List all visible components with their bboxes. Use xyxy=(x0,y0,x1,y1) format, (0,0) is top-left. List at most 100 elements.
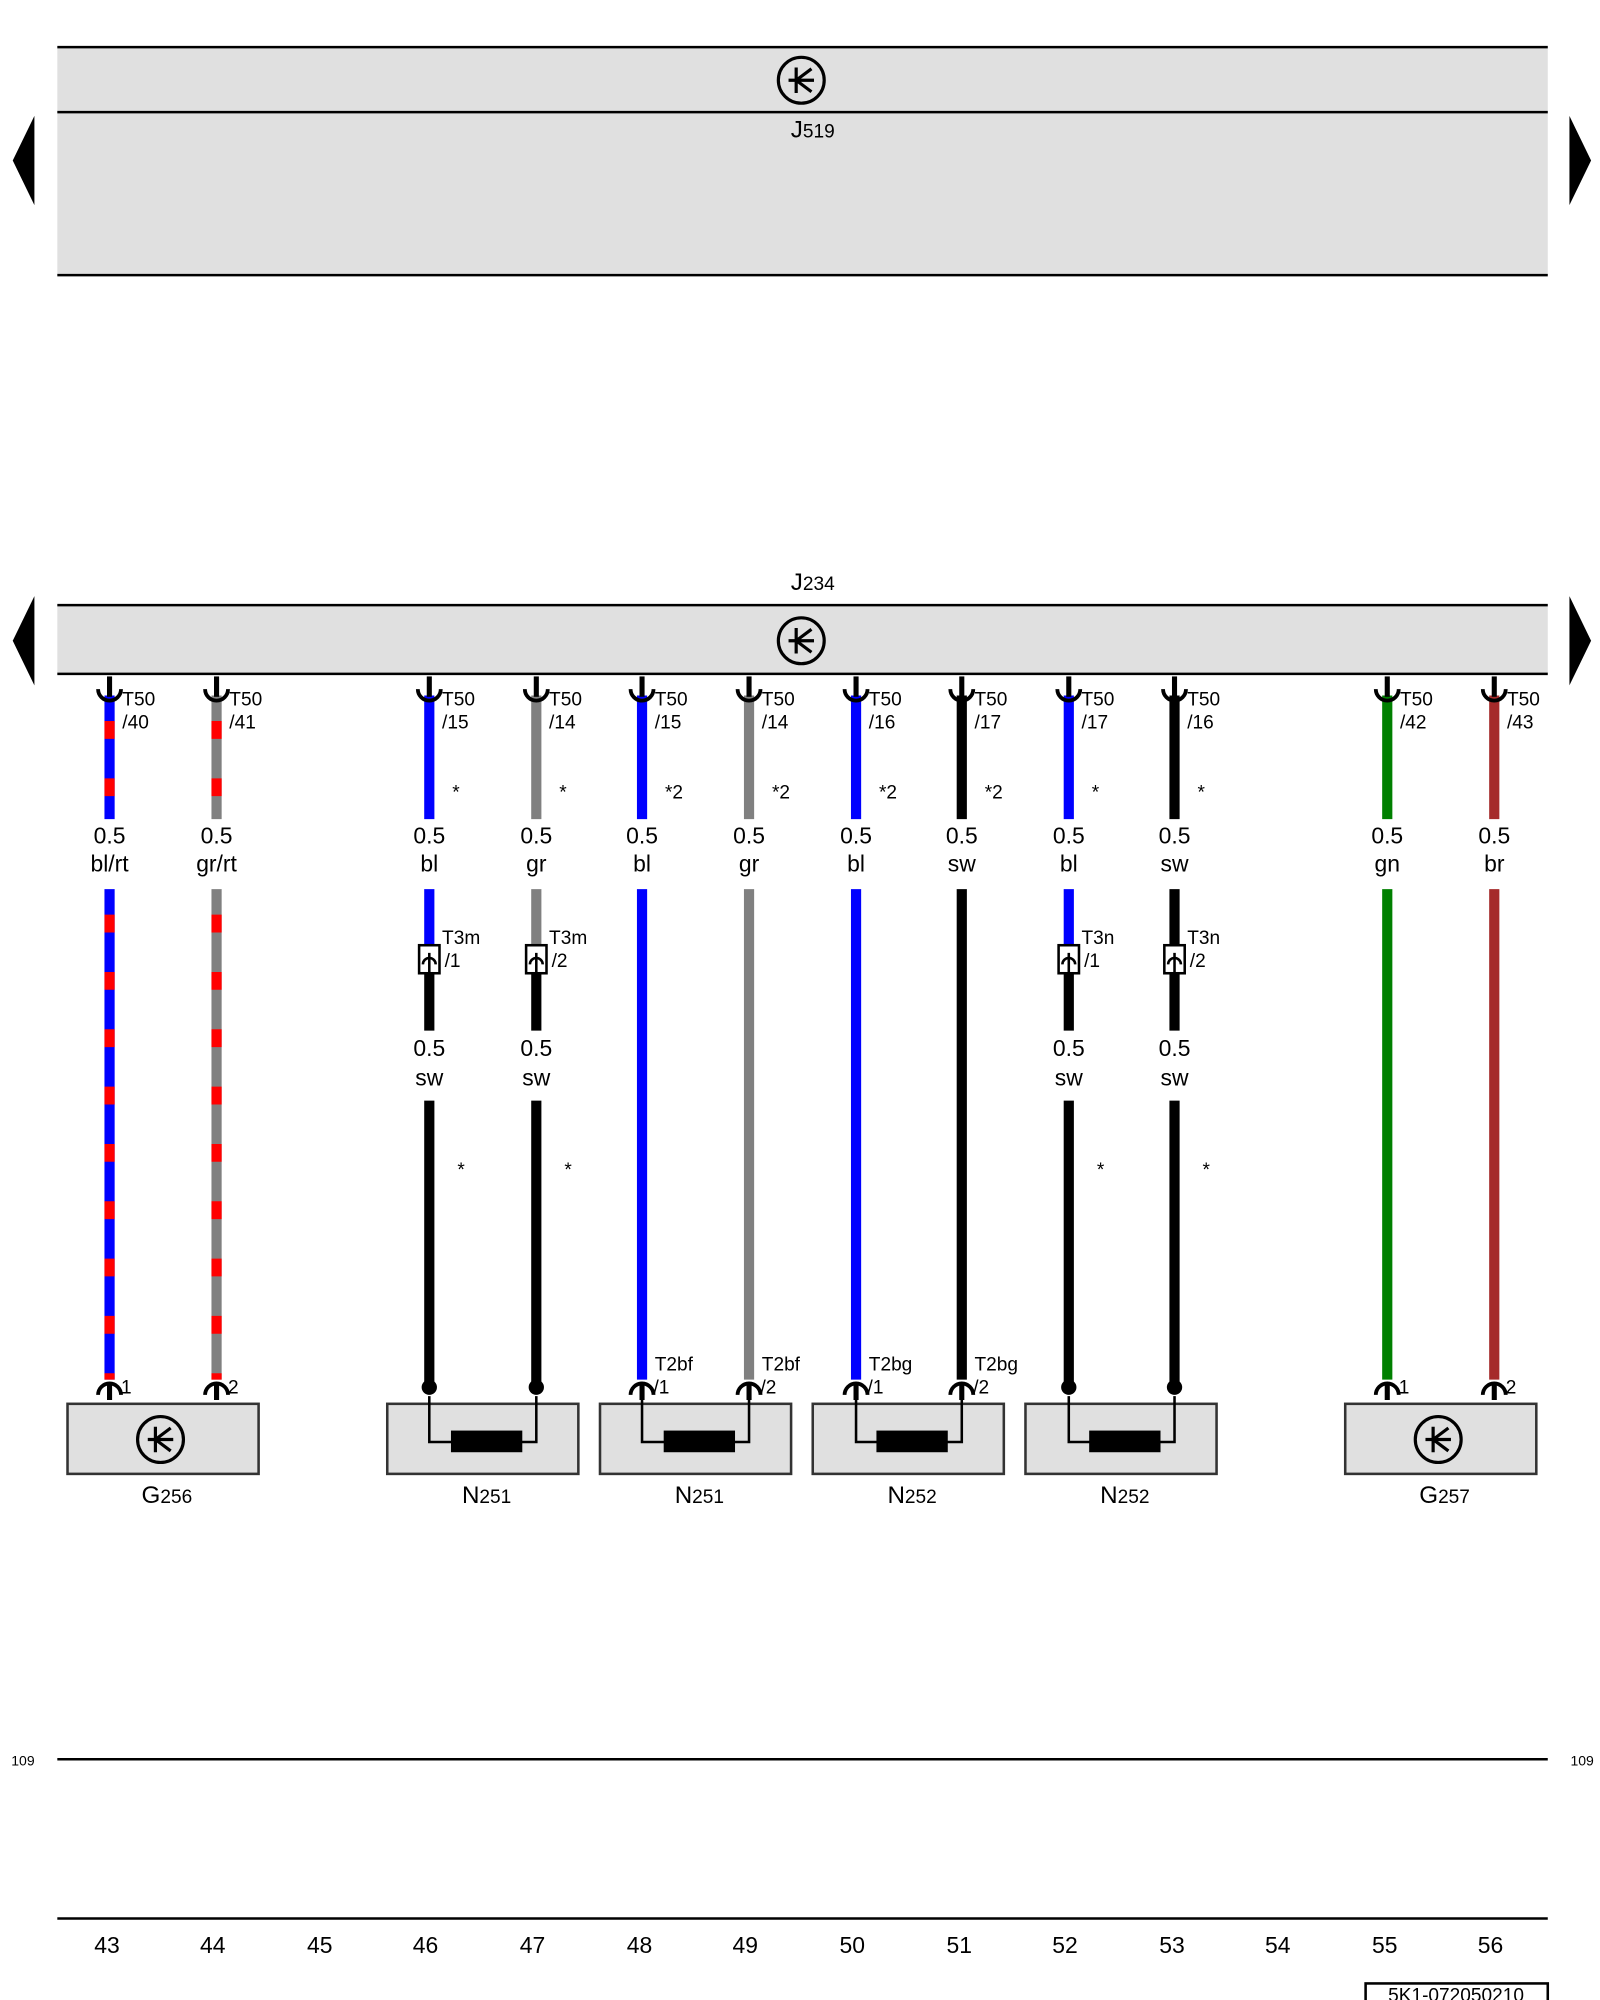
sensor-symbol-icon xyxy=(1413,1414,1463,1465)
connector-pin-label: 2 xyxy=(228,1378,239,1399)
connector-label: T50 xyxy=(229,690,262,711)
component-label: N252 xyxy=(887,1482,936,1509)
label-number: 256 xyxy=(160,1487,192,1508)
connector-pin-label: /2 xyxy=(973,1378,989,1399)
component-label: G256 xyxy=(142,1482,193,1509)
wire-size-label: 0.5 xyxy=(413,1035,445,1061)
connector-label: T50 xyxy=(1507,690,1540,711)
connector-pin-label: /41 xyxy=(229,713,256,734)
column-number: 52 xyxy=(1052,1932,1077,1958)
label-letter: N xyxy=(462,1482,479,1509)
connector-label: T2bf xyxy=(655,1355,694,1376)
symbol xyxy=(788,67,815,93)
footnote-mark: *2 xyxy=(985,783,1003,804)
ecu-symbol-icon xyxy=(776,616,826,666)
connector-pin-icon xyxy=(735,676,763,703)
label-letter: N xyxy=(887,1482,904,1509)
connector-label: T50 xyxy=(655,690,688,711)
connector-label: T50 xyxy=(1082,690,1115,711)
connector-pin-icon xyxy=(1373,676,1401,703)
wire-color-label: bl xyxy=(1060,850,1078,876)
symbol xyxy=(788,628,815,654)
connector-pin-label: 1 xyxy=(121,1378,132,1399)
symbol xyxy=(147,1426,174,1453)
connector-pin-icon xyxy=(1480,1381,1508,1400)
connector-pin-label: /15 xyxy=(442,713,469,734)
inline-connector-pin-label: /1 xyxy=(445,951,461,972)
wire-size-label: 0.5 xyxy=(94,822,126,848)
wire-color-label: bl xyxy=(847,850,865,876)
arc xyxy=(1161,688,1188,703)
column-number: 55 xyxy=(1372,1932,1397,1958)
control-unit-j234-border xyxy=(57,603,1548,676)
connector-pin-icon xyxy=(1480,676,1508,703)
connector-label: T2bg xyxy=(869,1355,913,1376)
connector-label: T50 xyxy=(762,690,795,711)
connector-pin-icon xyxy=(96,1381,123,1400)
control-unit-j519-label: J519 xyxy=(791,117,835,144)
connector-label: T50 xyxy=(442,690,475,711)
wire-size-label: 0.5 xyxy=(1478,822,1510,848)
j234-left-arrow-icon xyxy=(12,596,35,686)
column-number: 54 xyxy=(1265,1932,1291,1958)
connector-label: T2bg xyxy=(975,1355,1019,1376)
symbol xyxy=(1425,1426,1451,1453)
component-label: G257 xyxy=(1419,1482,1470,1509)
column-number: 45 xyxy=(307,1932,332,1958)
splice-point-icon xyxy=(1061,1379,1077,1395)
inline-connector-pin xyxy=(528,952,544,974)
inline-connector-pin-label: /1 xyxy=(1084,951,1100,972)
footnote-mark: * xyxy=(1203,1160,1211,1181)
wire-size-label: 0.5 xyxy=(520,822,552,848)
inline-connector-label: T3n xyxy=(1187,928,1220,949)
arc xyxy=(96,688,123,703)
inline-connector-label: T3m xyxy=(442,928,480,949)
footnote-mark: *2 xyxy=(772,783,790,804)
label-number: 257 xyxy=(1438,1487,1470,1508)
footnote-mark: * xyxy=(1197,783,1205,804)
connector-pin-label: /2 xyxy=(761,1378,777,1399)
column-number: 49 xyxy=(732,1932,757,1958)
column-number: 44 xyxy=(200,1932,226,1958)
connector-pin-label: /16 xyxy=(869,713,896,734)
connector-pin-icon xyxy=(842,676,870,703)
connector-pin-icon xyxy=(1373,1381,1401,1400)
connector-pin-label: /14 xyxy=(549,713,576,734)
column-number: 47 xyxy=(520,1932,545,1958)
column-number: 53 xyxy=(1159,1932,1184,1958)
circle xyxy=(776,55,826,105)
page-reference-right: 109 xyxy=(1570,1753,1594,1769)
label-number: 251 xyxy=(692,1487,724,1508)
wire-size-label: 0.5 xyxy=(1159,1035,1191,1061)
wire-color-label: gn xyxy=(1375,850,1400,876)
arc xyxy=(415,688,443,703)
connector-pin-icon xyxy=(415,676,443,703)
label-letter: J xyxy=(791,117,803,144)
connector-label: T50 xyxy=(975,690,1008,711)
connector-pin-icon xyxy=(522,676,550,703)
component-label: N251 xyxy=(675,1482,724,1509)
document-id: 5K1-072050210 xyxy=(1388,1985,1524,2000)
label-number: 252 xyxy=(905,1487,937,1508)
connector-pin-label: /43 xyxy=(1507,713,1534,734)
connector-pin-icon xyxy=(203,1381,230,1400)
j519-left-arrow-icon xyxy=(12,115,35,206)
j519-right-arrow-icon xyxy=(1569,115,1592,206)
wire-color-label: sw xyxy=(1055,1064,1083,1090)
label-letter: J xyxy=(791,569,803,596)
connector-label: T2bf xyxy=(762,1355,801,1376)
arc xyxy=(1373,688,1401,703)
inline-connector-pin xyxy=(1166,952,1183,974)
footnote-mark: * xyxy=(1097,1160,1105,1181)
connector-pin-label: 1 xyxy=(1399,1378,1410,1399)
connector-label: T50 xyxy=(1187,690,1220,711)
connector-pin-label: /42 xyxy=(1400,713,1427,734)
footnote-mark: * xyxy=(564,1160,572,1181)
footnote-mark: * xyxy=(559,783,567,804)
footnote-mark: * xyxy=(457,1160,465,1181)
connector-pin-label: /1 xyxy=(868,1378,884,1399)
wire-color-label: sw xyxy=(522,1064,550,1090)
wire-color-label: gr xyxy=(526,850,547,876)
column-number: 51 xyxy=(946,1932,971,1958)
wire-color-label: bl xyxy=(633,850,651,876)
